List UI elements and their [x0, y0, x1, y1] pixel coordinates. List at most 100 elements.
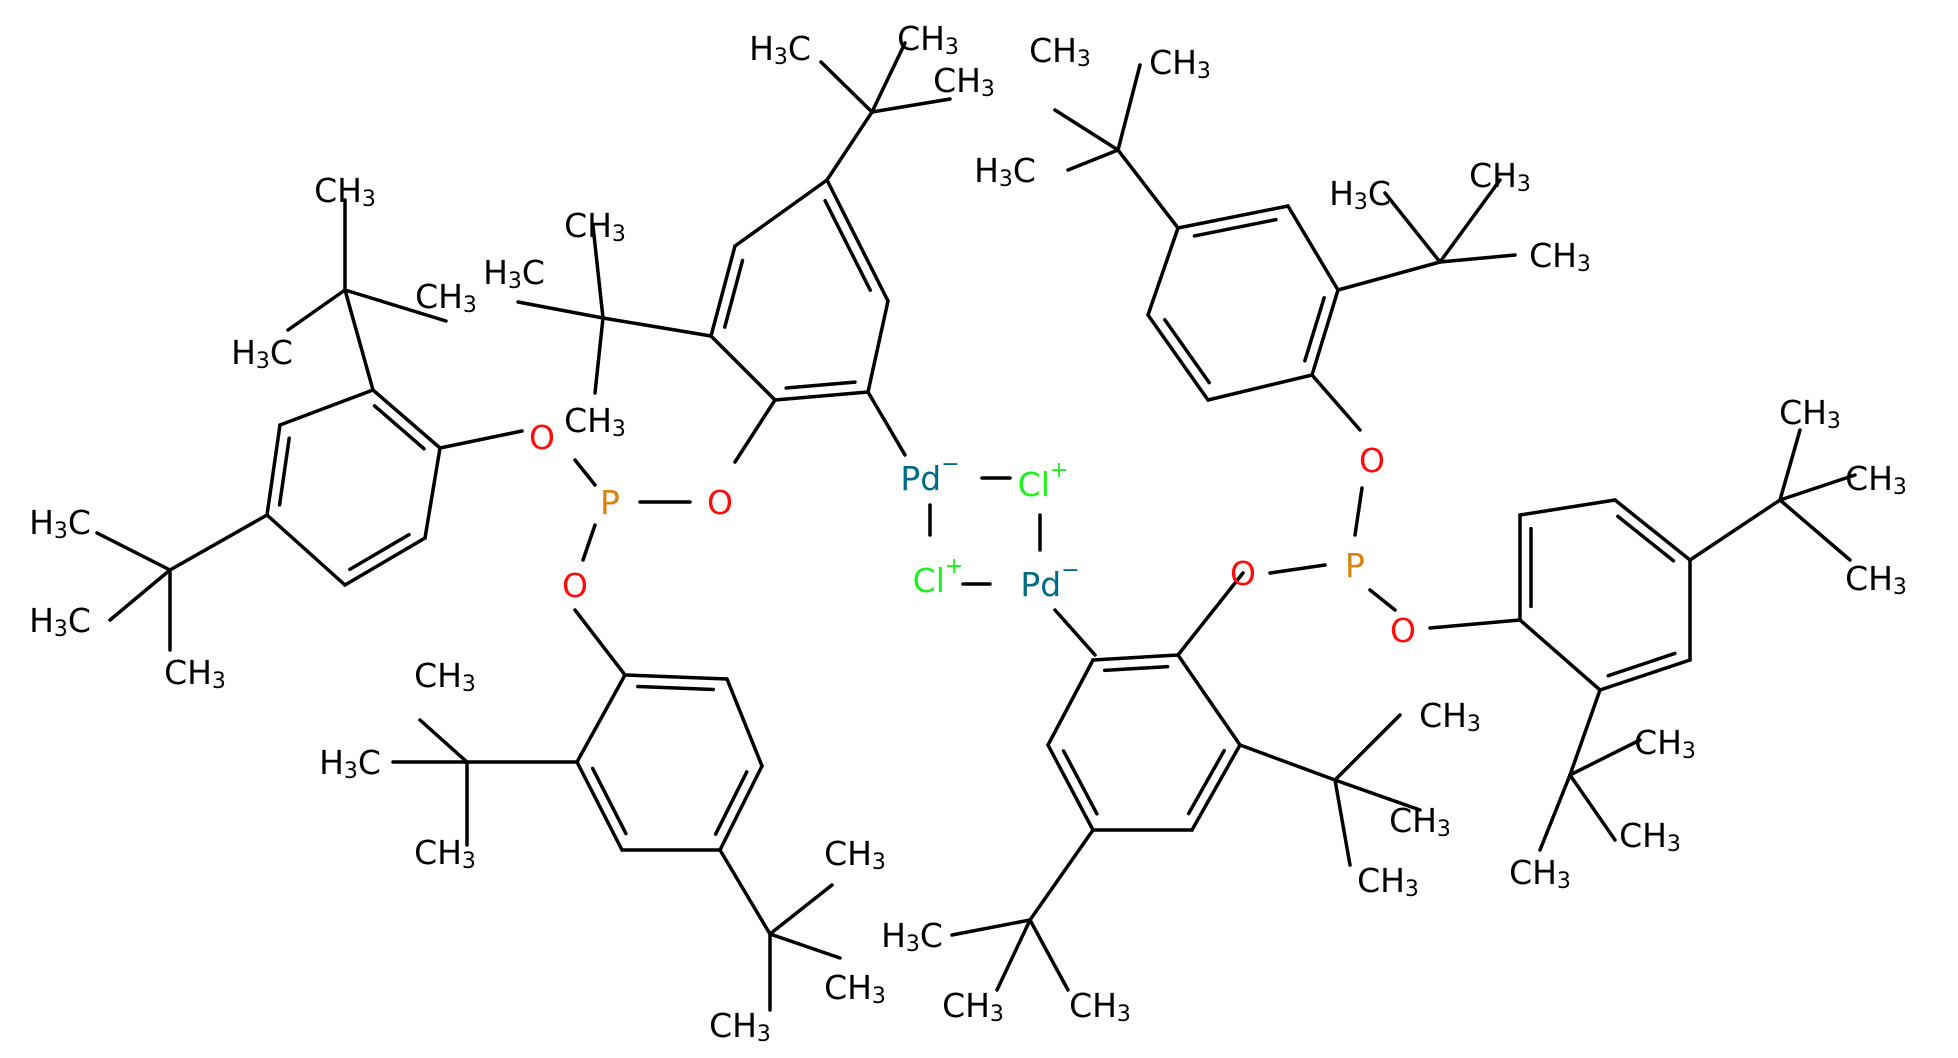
palladium-label: Pd−: [1020, 558, 1079, 604]
bond: [1053, 108, 1120, 152]
bond: [1333, 778, 1422, 812]
bond: [575, 673, 627, 764]
methyl-label: CH3: [1149, 43, 1211, 84]
methyl-label: CH3: [1529, 236, 1591, 277]
methyl-label: CH3: [414, 833, 476, 874]
bond: [1333, 778, 1352, 867]
bond: [1778, 498, 1852, 562]
bond: [1438, 253, 1517, 264]
bond: [709, 244, 737, 338]
bond: [286, 288, 347, 332]
bond: [1046, 743, 1095, 832]
bond: [1206, 373, 1314, 402]
bond: [1368, 588, 1397, 612]
bond: [1383, 191, 1442, 264]
methyl-label: CH3: [564, 206, 626, 247]
methyl-label: CH3: [1845, 459, 1907, 500]
double-bond-inner: [1186, 748, 1226, 816]
double-bond-inner: [277, 436, 291, 507]
bond: [1598, 658, 1692, 692]
methyl-label: H3C: [319, 743, 381, 784]
double-bond-inner: [590, 766, 628, 836]
bond: [1518, 498, 1617, 517]
double-bond-inner: [348, 532, 411, 572]
double-bond-inner: [1061, 749, 1099, 816]
bond: [265, 423, 282, 517]
methyl-label: CH3: [824, 968, 886, 1009]
double-bond-inner: [784, 380, 857, 390]
bond: [265, 513, 347, 587]
bond: [601, 316, 713, 338]
bond: [819, 60, 874, 114]
bond: [516, 300, 605, 320]
double-bond-inner: [636, 684, 716, 692]
bond: [1268, 563, 1327, 575]
bond: [870, 97, 952, 114]
bond: [773, 390, 870, 402]
methyl-label: CH3: [709, 1006, 771, 1047]
methyl-label: CH3: [1619, 816, 1681, 857]
bond: [591, 224, 605, 320]
oxygen-label: O: [562, 566, 588, 605]
phosphorus-label: P: [1345, 546, 1365, 585]
bond: [725, 677, 764, 768]
bond: [1438, 178, 1502, 264]
bond: [950, 918, 1032, 937]
bond: [1568, 738, 1642, 777]
bond: [581, 523, 597, 562]
double-bond-inner: [372, 404, 426, 451]
methyl-label: CH3: [1779, 393, 1841, 434]
bond: [1518, 618, 1602, 692]
bond: [870, 41, 907, 114]
bond: [1190, 743, 1242, 832]
bond: [593, 316, 605, 395]
bond: [1176, 653, 1242, 747]
bond: [1066, 148, 1120, 172]
methyl-label: CH3: [942, 986, 1004, 1027]
double-bond-inner: [1303, 296, 1326, 363]
bond: [438, 429, 524, 450]
methyl-label: CH3: [564, 401, 626, 442]
methyl-label: CH3: [933, 61, 995, 102]
chlorine-label: Cl+: [1018, 458, 1069, 504]
double-bond-inner: [722, 258, 745, 329]
oxygen-label: O: [1390, 611, 1416, 650]
bond: [1286, 204, 1340, 292]
bond: [1688, 498, 1782, 562]
double-bond-inner: [823, 198, 872, 292]
bond: [95, 531, 172, 572]
bond: [1091, 653, 1180, 662]
bond: [733, 178, 829, 248]
methyl-label: H3C: [29, 601, 91, 642]
methyl-label: CH3: [1845, 559, 1907, 600]
bond: [1146, 313, 1210, 402]
bond: [1146, 226, 1180, 317]
bond: [1176, 571, 1245, 657]
bond: [1116, 63, 1142, 152]
bond: [1538, 773, 1572, 852]
bond: [1336, 260, 1442, 292]
bond: [709, 334, 777, 402]
bond: [1568, 688, 1602, 777]
methyl-label: H3C: [749, 29, 811, 70]
methyl-label: H3C: [1329, 174, 1391, 215]
bond: [1238, 743, 1337, 782]
double-bond-inner: [1192, 217, 1278, 238]
bond: [278, 388, 375, 427]
bond: [1353, 486, 1364, 537]
methyl-label: CH3: [1389, 801, 1451, 842]
bond: [423, 446, 442, 540]
double-bond-inner: [1616, 514, 1676, 563]
methyl-label: CH3: [1419, 696, 1481, 737]
methyl-label: H3C: [881, 916, 943, 957]
bond: [575, 760, 624, 852]
bond: [825, 110, 874, 182]
methyl-label: CH3: [824, 834, 886, 875]
bond: [1613, 498, 1692, 562]
bond: [768, 932, 842, 960]
bond: [1310, 288, 1340, 377]
bond: [1778, 473, 1857, 502]
methyl-label: CH3: [415, 277, 477, 318]
